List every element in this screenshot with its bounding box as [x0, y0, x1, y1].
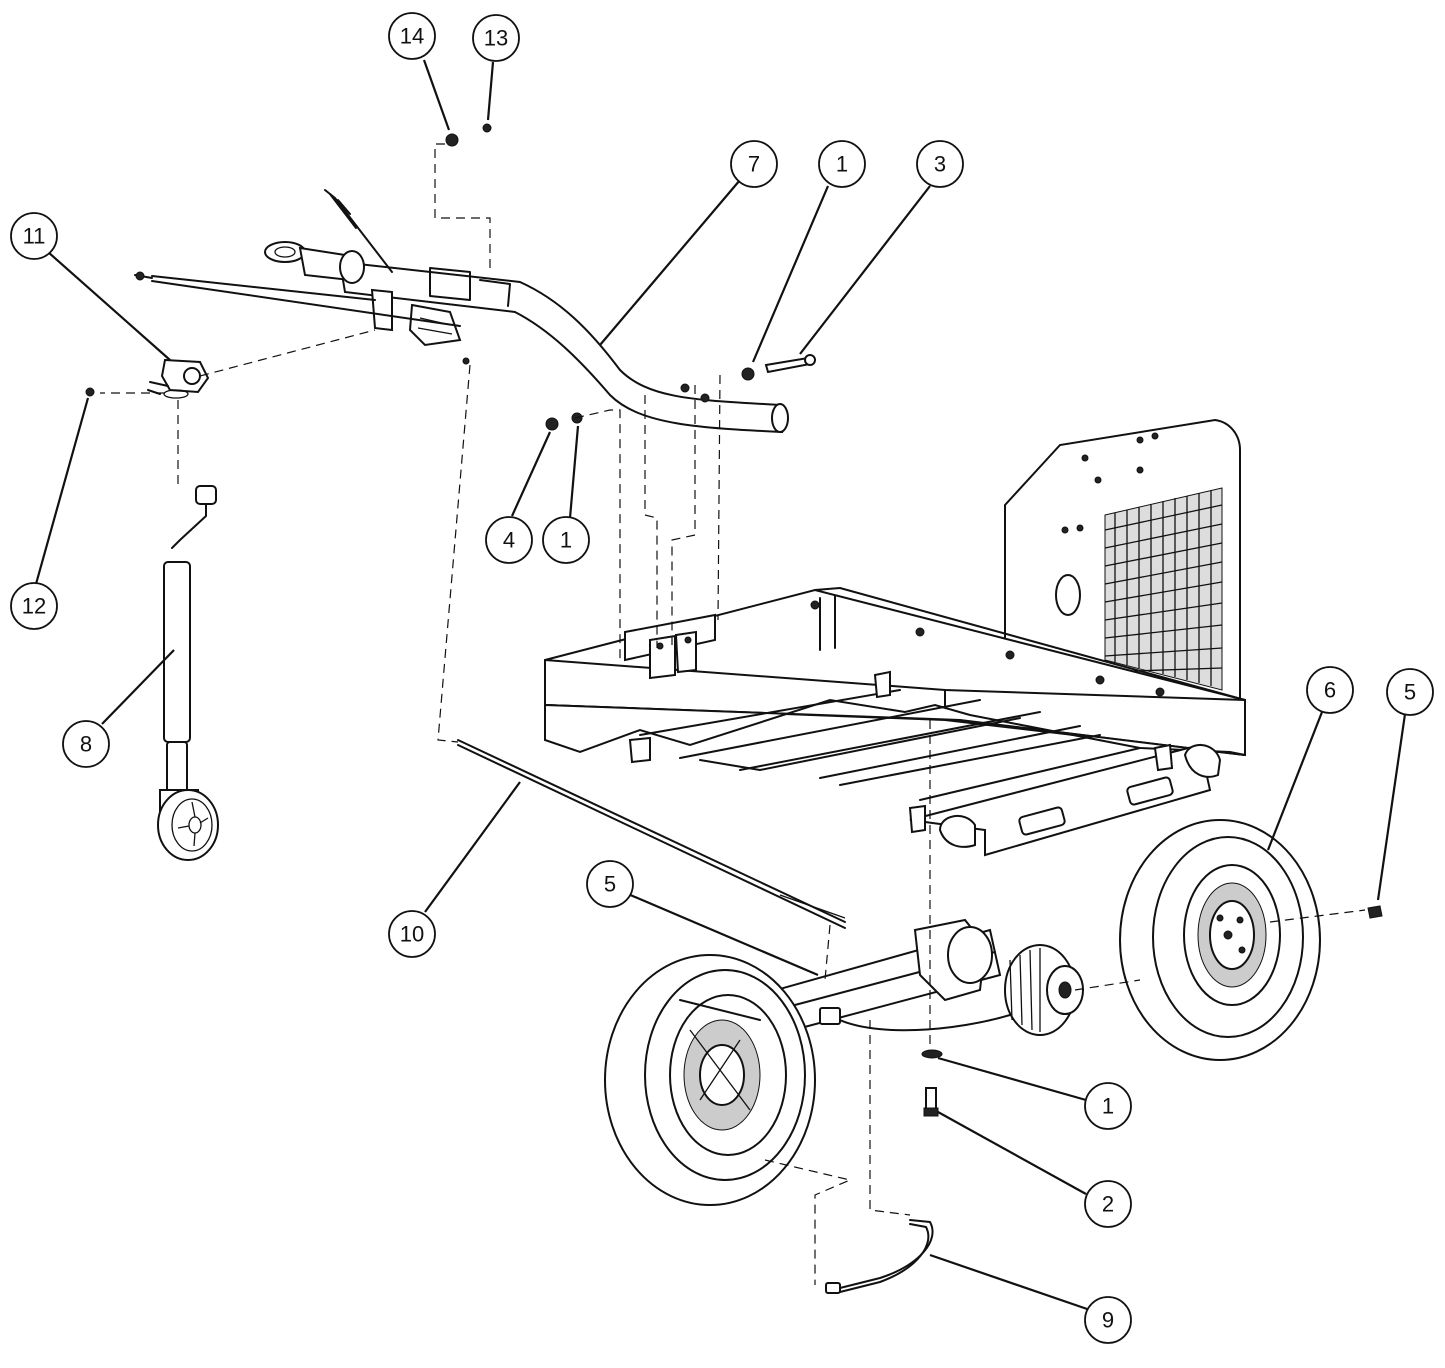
callout-label: 1 [560, 528, 572, 553]
coupling-head [264, 189, 470, 365]
callout-label: 11 [23, 224, 46, 249]
callout-label: 3 [934, 152, 946, 177]
callout-label: 12 [22, 594, 46, 619]
mesh-grille [1104, 487, 1223, 691]
callout-label: 5 [1404, 680, 1416, 705]
callout-1-bottom: 1 [1084, 1082, 1132, 1130]
brake-cable [825, 1219, 934, 1294]
callout-7: 7 [730, 140, 778, 188]
callout-label: 2 [1102, 1192, 1114, 1217]
callout-label: 5 [604, 872, 616, 897]
callout-4: 4 [485, 516, 533, 564]
callout-1-mid: 1 [542, 516, 590, 564]
jockey-wheel [157, 485, 219, 861]
axle-bolt [921, 1049, 943, 1117]
callout-2: 2 [1084, 1180, 1132, 1228]
callout-label: 13 [484, 26, 508, 51]
drawbar [338, 260, 789, 434]
callout-5-right: 5 [1386, 668, 1434, 716]
callout-label: 10 [400, 922, 424, 947]
jockey-clamp [85, 358, 210, 399]
callout-12: 12 [10, 582, 58, 630]
chassis-frame [544, 418, 1246, 857]
callout-14: 14 [388, 12, 436, 60]
wheel-right [1119, 819, 1321, 1061]
callout-label: 14 [400, 24, 424, 49]
leader-lines [34, 59, 1407, 1312]
assembly-lines [100, 143, 1366, 1285]
callout-1-top: 1 [818, 140, 866, 188]
callout-8: 8 [62, 720, 110, 768]
wheel-nut [1367, 905, 1383, 919]
callout-6: 6 [1306, 666, 1354, 714]
callout-label: 8 [80, 732, 92, 757]
wheel-left [604, 954, 816, 1206]
callout-3: 3 [916, 140, 964, 188]
callout-5-left: 5 [586, 860, 634, 908]
callout-11: 11 [10, 212, 58, 260]
callout-label: 1 [1102, 1094, 1114, 1119]
callout-label: 9 [1102, 1308, 1114, 1333]
callout-9: 9 [1084, 1296, 1132, 1344]
brake-rod-long [457, 739, 846, 929]
callout-label: 4 [503, 528, 515, 553]
callout-label: 7 [748, 152, 760, 177]
brake-rod [134, 271, 461, 327]
callout-label: 6 [1324, 678, 1336, 703]
callout-10: 10 [388, 910, 436, 958]
hardware-top [445, 123, 816, 431]
callout-label: 1 [836, 152, 848, 177]
callout-13: 13 [472, 14, 520, 62]
